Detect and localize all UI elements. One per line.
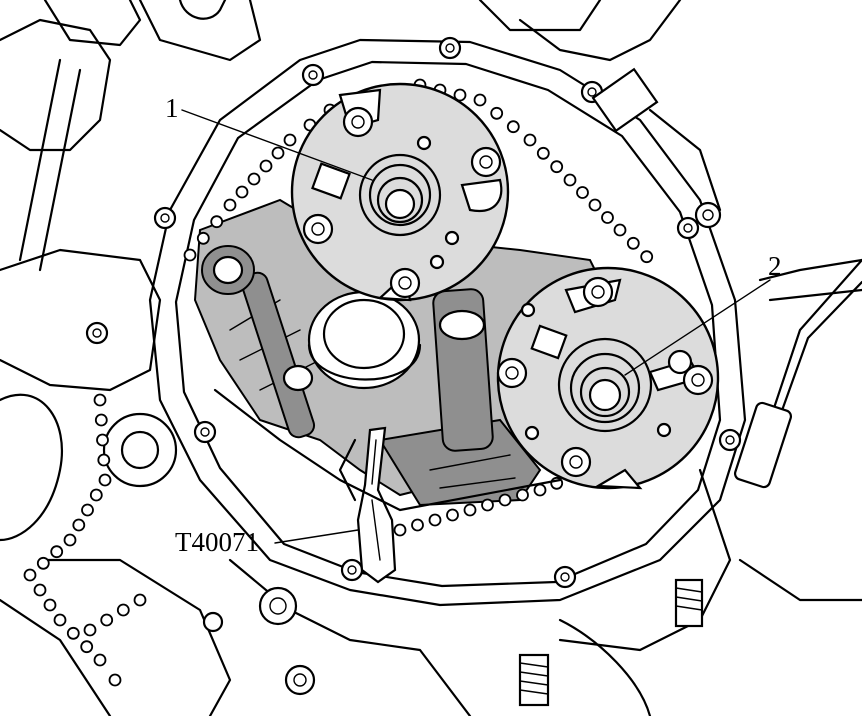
chain-link — [100, 613, 114, 627]
chain-link — [393, 523, 407, 537]
chain-link — [411, 518, 424, 532]
crank-chain — [23, 393, 147, 687]
chain-link — [626, 236, 640, 250]
valve-spring-left — [518, 653, 550, 707]
chain-link — [53, 613, 67, 627]
chain-link — [640, 250, 654, 264]
chain-link — [473, 93, 487, 107]
chain-link — [89, 488, 103, 502]
chain-link — [36, 556, 50, 570]
camshaft-adjuster-2 — [496, 266, 720, 490]
chain-link — [94, 413, 108, 427]
chain-link — [93, 653, 107, 667]
chain-link — [247, 172, 261, 186]
chain-link — [576, 186, 589, 199]
callout-label-2: 2 — [768, 251, 782, 281]
chain-link — [80, 640, 94, 654]
chain-link — [66, 626, 80, 640]
chain-link — [550, 160, 564, 174]
chain-link — [97, 453, 111, 467]
tool-t40071 — [338, 426, 397, 584]
chain-link — [183, 248, 197, 262]
chain-link — [196, 231, 210, 245]
chain-link — [523, 133, 537, 147]
valve-spring-right — [674, 578, 704, 628]
chain-link — [588, 198, 602, 212]
chain-link — [108, 673, 122, 687]
chain-link — [33, 583, 47, 597]
chain-link — [98, 473, 112, 487]
chain-guide — [213, 388, 562, 512]
callout-label-1: 1 — [165, 93, 179, 123]
callout-1: 1 — [165, 93, 373, 181]
chain-link — [50, 545, 64, 559]
chain-link — [72, 518, 86, 532]
chain-link — [498, 493, 512, 507]
chain-link — [481, 498, 494, 512]
chain-link — [453, 88, 467, 102]
chain-link — [23, 568, 37, 582]
chain-link — [96, 433, 109, 447]
chain-link — [271, 146, 285, 160]
chain-link — [93, 393, 107, 407]
chain-link — [235, 185, 249, 199]
chain-link — [490, 106, 504, 120]
callout-tool: T40071 — [175, 527, 359, 557]
chain-link — [210, 215, 224, 229]
chain-link — [601, 211, 614, 224]
chain-link — [428, 513, 442, 527]
chain-link — [116, 603, 130, 617]
chain-link — [81, 503, 94, 517]
chain-link — [613, 223, 627, 237]
chain-link — [446, 508, 459, 522]
chain-link — [283, 133, 297, 147]
chain-link — [536, 146, 550, 160]
callout-2: 2 — [624, 251, 782, 376]
chain-link — [133, 593, 147, 607]
chain-link — [83, 623, 97, 637]
chain-link — [533, 483, 547, 497]
chain-link — [563, 173, 577, 187]
chain-link — [463, 503, 477, 517]
chain-link — [506, 120, 520, 134]
callout-label-tool: T40071 — [175, 527, 259, 557]
chain-link — [63, 533, 77, 547]
chain-link — [223, 198, 237, 212]
camshaft-adjuster-1 — [290, 82, 510, 302]
chain-link — [516, 488, 529, 502]
chain-link — [259, 159, 273, 173]
chain-link — [43, 598, 57, 612]
